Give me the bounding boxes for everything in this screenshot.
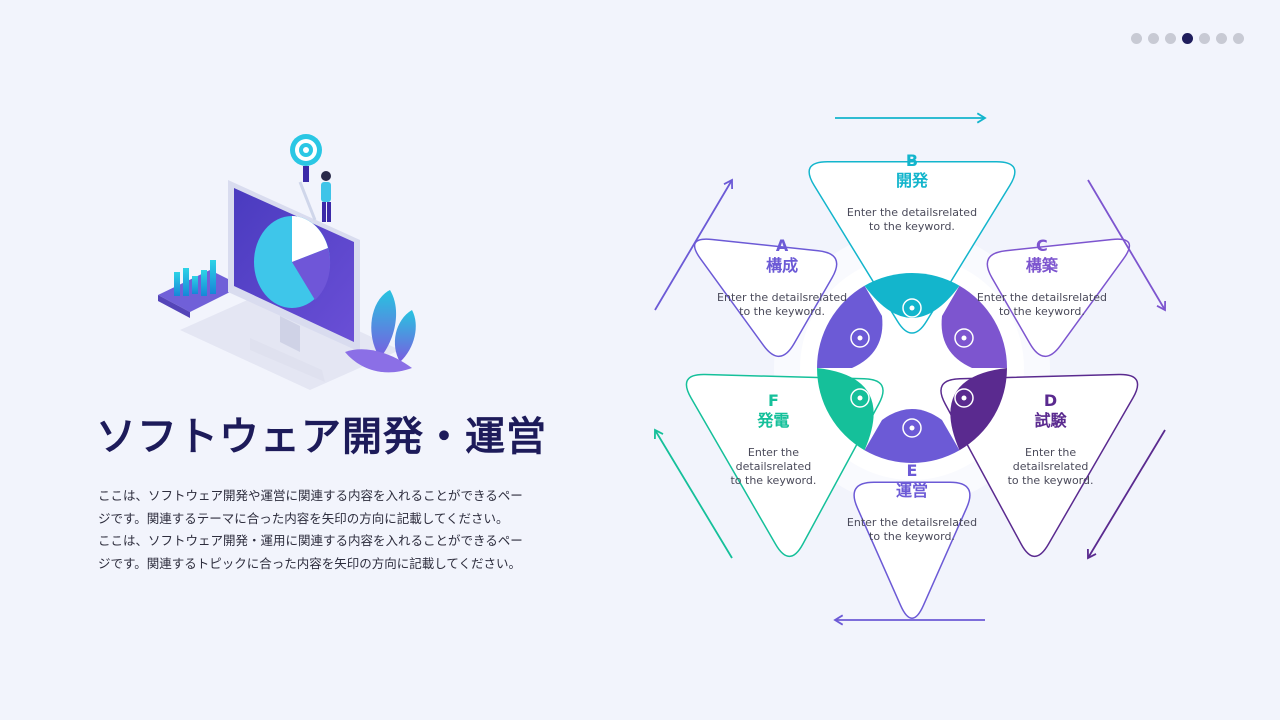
segment-text: to the keyword. xyxy=(869,220,955,233)
segment-wedge xyxy=(864,408,960,463)
segment-text: Enter the xyxy=(1025,446,1076,459)
gear-icon xyxy=(954,328,974,348)
segment-text: Enter the detailsrelated xyxy=(977,291,1107,304)
description: ここは、ソフトウェア開発や運営に関連する内容を入れることができるペー ジです。関… xyxy=(98,485,538,575)
flow-arrow xyxy=(1087,179,1166,312)
segment-name: 試験 xyxy=(1035,411,1068,430)
segment-name: 開発 xyxy=(896,171,929,190)
page-title: ソフトウェア開発・運営 xyxy=(96,414,547,460)
flow-arrow xyxy=(654,428,733,559)
segment-outline xyxy=(808,160,1016,334)
segment-wedge xyxy=(941,285,1007,368)
page-dot[interactable] xyxy=(1233,33,1244,44)
segment-letter: A xyxy=(776,236,789,255)
flow-arrow xyxy=(833,614,985,626)
segment-text: Enter the detailsrelated xyxy=(847,516,977,529)
segment-text: to the keyword. xyxy=(739,305,825,318)
segment-letter: D xyxy=(1044,391,1057,410)
segment-letter: F xyxy=(768,391,779,410)
monitor-cursor-icon xyxy=(954,388,974,408)
antenna-icon xyxy=(902,418,922,438)
segment-name: 構成 xyxy=(766,256,798,275)
segment-name: 発電 xyxy=(756,411,789,430)
page-dot[interactable] xyxy=(1216,33,1227,44)
description-line: ジです。関連するテーマに合った内容を矢印の方向に記載してください。 xyxy=(98,510,509,526)
segment-outline xyxy=(853,481,971,619)
segment-text: to the keyword. xyxy=(1008,474,1094,487)
description-line: ここは、ソフトウェア開発や運営に関連する内容を入れることができるペー xyxy=(98,488,523,503)
target-icon xyxy=(902,298,922,318)
description-line: ここは、ソフトウェア開発・運用に関連する内容を入れることができるペー xyxy=(98,533,523,548)
description-line: ジです。関連するトピックに合った内容を矢印の方向に記載してください。 xyxy=(98,555,522,571)
segment-letter: B xyxy=(906,151,918,170)
software-illustration xyxy=(150,120,430,410)
org-chart-icon xyxy=(850,328,870,348)
page-dot[interactable] xyxy=(1148,33,1159,44)
segment-text: to the keyword. xyxy=(869,530,955,543)
segment-outline xyxy=(986,238,1131,358)
segment-name: 構築 xyxy=(1026,256,1059,275)
segment-text: to the keyword. xyxy=(999,305,1085,318)
segment-text: detailsrelated xyxy=(736,460,812,473)
segment-letter: E xyxy=(907,461,918,480)
segment-text: detailsrelated xyxy=(1013,460,1089,473)
cloud-sync-icon xyxy=(850,388,870,408)
segment-text: Enter the detailsrelated xyxy=(717,291,847,304)
page-dot[interactable] xyxy=(1165,33,1176,44)
flow-arrow xyxy=(835,112,987,124)
segment-text: Enter the detailsrelated xyxy=(847,206,977,219)
segment-wedge xyxy=(864,273,960,318)
segment-name: 運営 xyxy=(896,481,928,500)
page-dot[interactable] xyxy=(1199,33,1210,44)
page-indicator xyxy=(1131,33,1244,44)
page-dot-active[interactable] xyxy=(1182,33,1193,44)
page-dot[interactable] xyxy=(1131,33,1142,44)
segment-wedge xyxy=(817,285,883,368)
flow-arrow xyxy=(654,178,733,311)
segment-letter: C xyxy=(1036,236,1048,255)
flow-arrow xyxy=(1087,429,1166,560)
segment-text: Enter the xyxy=(748,446,799,459)
segment-text: to the keyword. xyxy=(730,474,816,487)
